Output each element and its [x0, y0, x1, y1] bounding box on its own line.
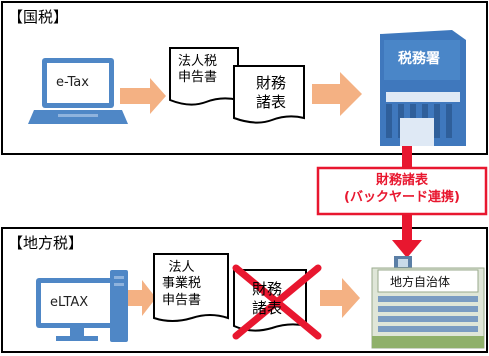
tax-office-label: 税務署 [398, 51, 440, 67]
arrow-doc-to-office [312, 72, 362, 116]
arrow-doc-to-municipality [320, 278, 360, 318]
local-tax-title: 【地方税】 [8, 234, 84, 252]
etax-label: e-Tax [56, 75, 89, 90]
national-financial-statements-label: 財務 諸表 [256, 74, 287, 111]
building-icon [380, 30, 466, 146]
municipality-building-icon [371, 256, 485, 349]
municipality-label: 地方自治体 [390, 275, 451, 289]
backyard-link-label: 財務諸表 (バックヤード連携) [344, 173, 460, 205]
desktop-pc-icon [36, 270, 128, 342]
local-tax-return-label: 法人 事業税 申告書 [162, 260, 202, 308]
local-financial-statements-label: 財務 諸表 [252, 280, 283, 317]
arrow-laptop-to-doc [120, 78, 166, 114]
backyard-link-label-box [316, 166, 488, 216]
eltax-label: eLTAX [50, 295, 89, 310]
national-tax-return-label: 法人税 申告書 [178, 54, 218, 86]
arrow-pc-to-doc [128, 280, 156, 316]
national-financial-statements-document [233, 65, 305, 124]
laptop-icon [28, 58, 128, 124]
local-tax-return-document [153, 253, 229, 322]
national-tax-title: 【国税】 [8, 8, 69, 26]
backyard-link-arrow [392, 146, 422, 258]
cross-mark-icon [232, 264, 322, 340]
